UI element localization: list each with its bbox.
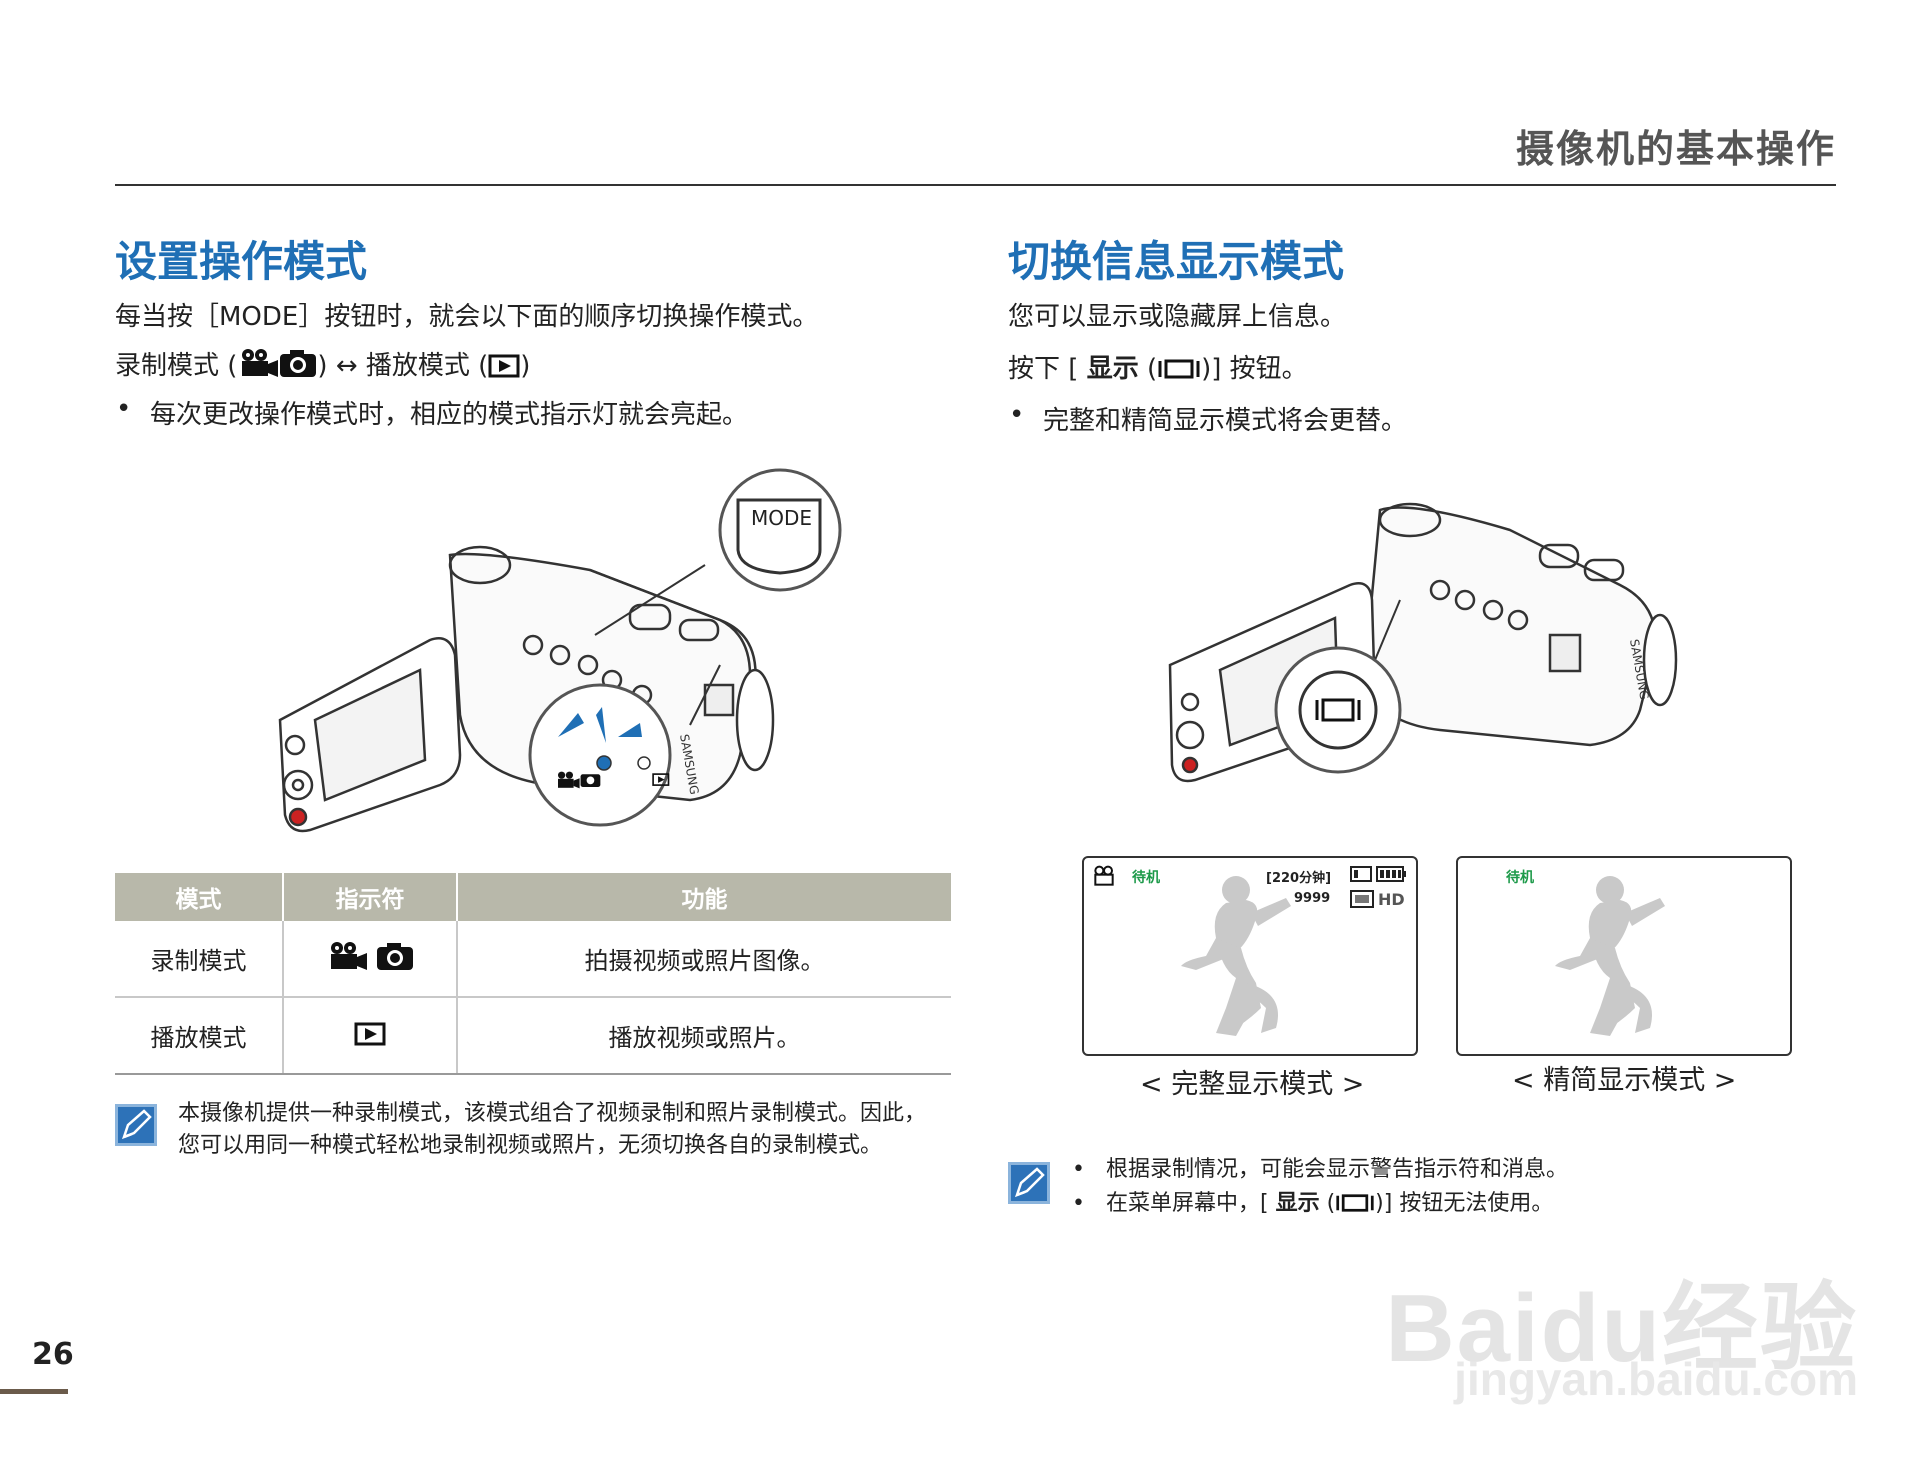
table-cell-mode: 播放模式 <box>115 997 284 1075</box>
video-camera-icon <box>237 348 279 385</box>
header-divider <box>115 184 1836 186</box>
note-text-record-mode: 本摄像机提供一种录制模式，该模式组合了视频录制和照片录制模式。因此，您可以用同一… <box>178 1101 927 1158</box>
simple-display-screen: 待机 <box>1456 856 1792 1056</box>
table-row: 播放模式 播放视频或照片。 <box>115 997 951 1075</box>
osd-photo-count: 9999 <box>1294 891 1331 906</box>
storage-icon <box>1350 866 1372 886</box>
table-cell-indicator <box>283 921 458 998</box>
camcorder-mode-illustration: SAMSUNG MODE <box>278 468 842 833</box>
note-warning-bullet: 根据录制情况，可能会显示警告指示符和消息。 <box>1072 1154 1568 1186</box>
full-display-screen: 待机 [220分钟] 9999 HD <box>1082 856 1418 1056</box>
mode-led-bullet: 每次更改操作模式时，相应的模式指示灯就会亮起。 <box>116 394 748 431</box>
table-cell-function: 播放视频或照片。 <box>457 997 951 1075</box>
display-button-icon <box>1335 1192 1375 1224</box>
page-number: 26 <box>32 1337 74 1372</box>
section-title-mode: 设置操作模式 <box>115 237 368 286</box>
photo-camera-icon <box>279 348 317 385</box>
chapter-title: 摄像机的基本操作 <box>1515 127 1836 171</box>
note-icon <box>115 1104 157 1146</box>
mode-table-header: 模式 指示符 功能 <box>115 873 951 921</box>
baidu-watermark-url: jingyan.baidu.com <box>1454 1353 1858 1405</box>
skater-silhouette <box>1555 876 1665 1036</box>
camcorder-display-illustration: SAMSUNG <box>1168 502 1678 783</box>
note-icon <box>1008 1162 1050 1204</box>
table-header-mode: 模式 <box>115 873 284 921</box>
osd-status-standby: 待机 <box>1506 870 1534 886</box>
osd-status-standby: 待机 <box>1132 870 1160 886</box>
note-menu-bullet: 在菜单屏幕中，[ 显示 ()] 按钮无法使用。 <box>1072 1188 1553 1224</box>
caption-simple-display: < 精简显示模式 > <box>1512 1065 1737 1096</box>
mode-intro-text: 每当按［MODE］按钮时，就会以下面的顺序切换操作模式。 <box>115 302 819 332</box>
video-camera-icon <box>326 941 368 977</box>
resolution-icon <box>1350 890 1374 912</box>
table-cell-indicator <box>283 997 458 1075</box>
page-number-bar <box>0 1389 68 1394</box>
skater-silhouette <box>1181 876 1291 1036</box>
baidu-watermark: Baidu经验 <box>1385 1275 1858 1382</box>
table-header-function: 功能 <box>457 873 951 921</box>
mode-sequence-text: 录制模式 () ↔ 播放模式 () <box>115 345 530 385</box>
display-instruction-text: 按下 [ 显示 ()] 按钮。 <box>1008 348 1308 388</box>
display-intro-text: 您可以显示或隐藏屏上信息。 <box>1008 302 1347 332</box>
caption-full-display: < 完整显示模式 > <box>1140 1069 1365 1100</box>
playback-icon <box>354 1022 386 1052</box>
battery-icon <box>1376 866 1406 886</box>
display-alternate-bullet: 完整和精简显示模式将会更替。 <box>1009 400 1407 437</box>
video-camera-osd-icon <box>1092 864 1120 892</box>
table-row: 录制模式 拍摄视频或照片图像。 <box>115 921 951 998</box>
playback-icon <box>488 354 520 385</box>
mode-button-label: MODE <box>751 506 812 530</box>
osd-remaining-time: [220分钟] <box>1266 871 1332 886</box>
display-button-icon <box>1157 357 1201 388</box>
table-cell-mode: 录制模式 <box>115 921 284 998</box>
table-header-indicator: 指示符 <box>283 873 458 921</box>
photo-camera-icon <box>376 941 414 977</box>
section-title-display: 切换信息显示模式 <box>1008 237 1345 286</box>
osd-quality-hd: HD <box>1378 890 1405 909</box>
mode-table: 模式 指示符 功能 录制模式 拍摄视频或照片图像。 播放模式 播放视频或照片。 <box>115 873 951 1075</box>
table-cell-function: 拍摄视频或照片图像。 <box>457 921 951 998</box>
